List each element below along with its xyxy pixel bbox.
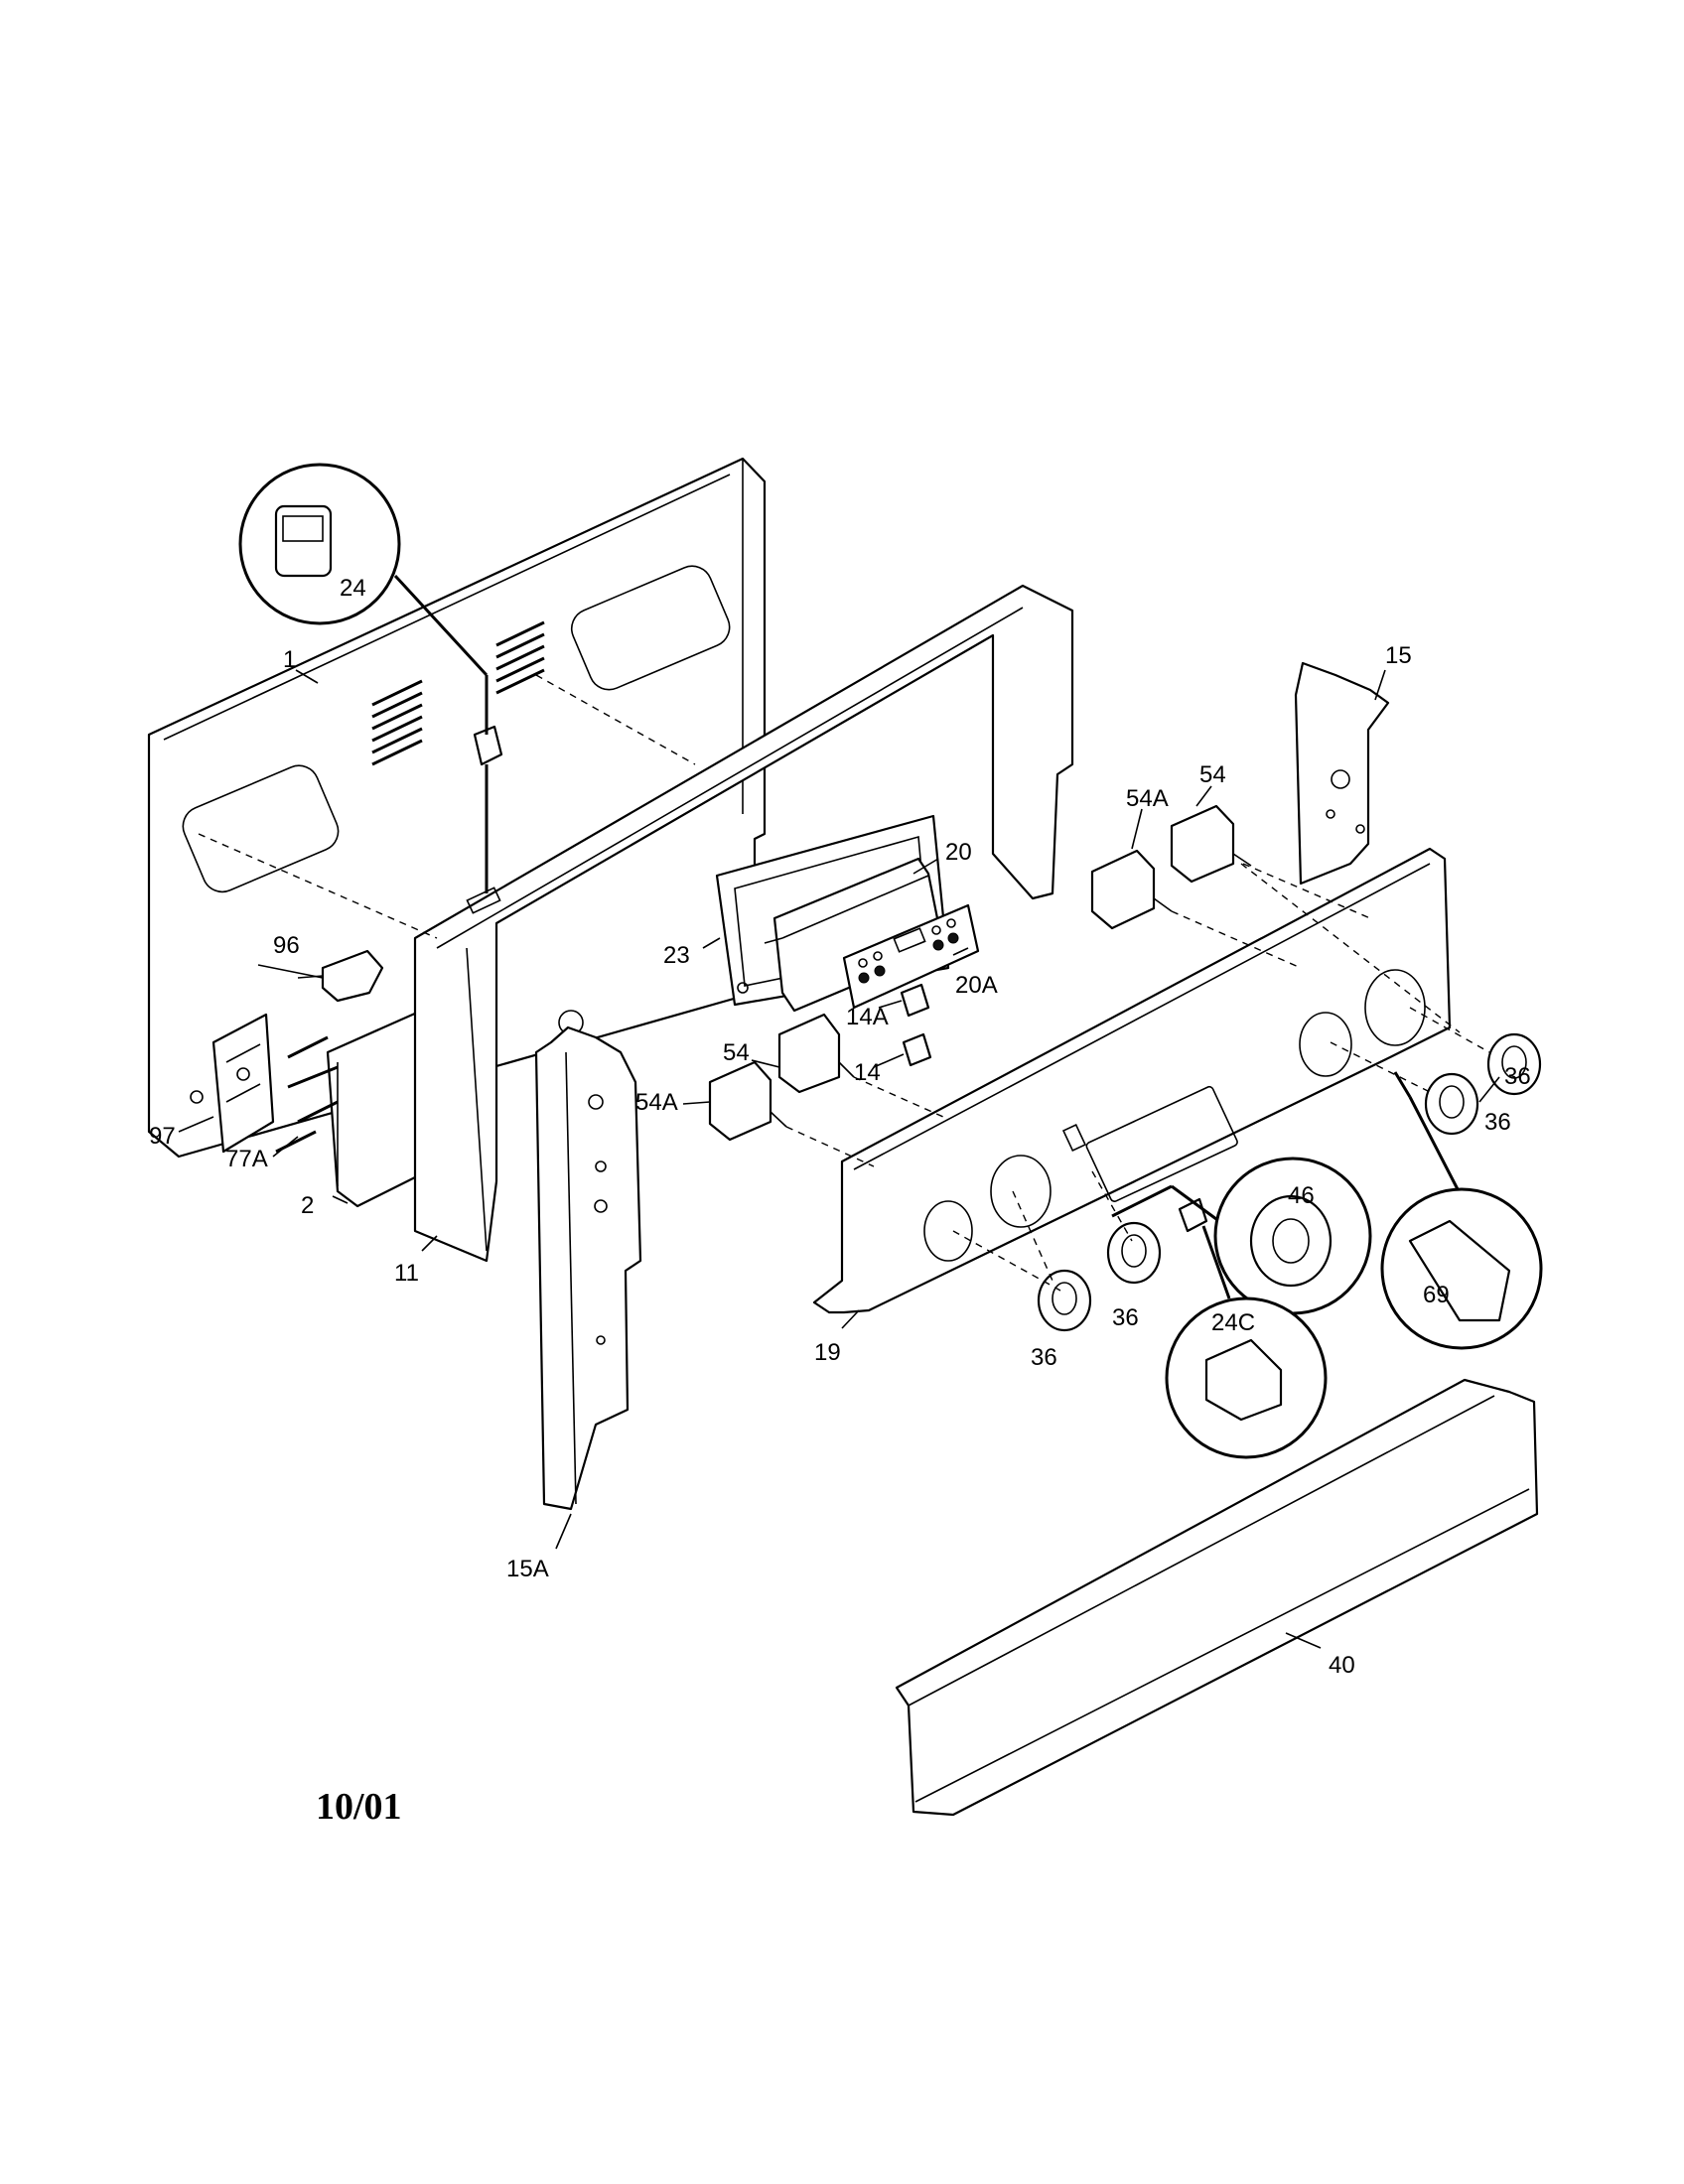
label-part-46: 46 <box>1288 1182 1315 1209</box>
frame-part-11 <box>413 584 1074 1263</box>
label-part-97: 97 <box>149 1123 176 1150</box>
label-part-36-a: 36 <box>1031 1344 1057 1371</box>
label-part-23: 23 <box>663 942 690 969</box>
label-part-14a: 14A <box>846 1004 889 1030</box>
switch-part-14 <box>902 1032 932 1067</box>
label-part-20: 20 <box>945 839 972 866</box>
switch-part-54-left <box>777 1013 855 1094</box>
switch-part-14a <box>900 983 930 1018</box>
side-bracket-part-15 <box>1294 661 1390 886</box>
label-part-69: 69 <box>1423 1282 1450 1308</box>
trim-part-40 <box>895 1378 1539 1817</box>
label-part-36-d: 36 <box>1504 1063 1531 1090</box>
label-part-40: 40 <box>1329 1652 1355 1679</box>
callout-circle-46 <box>1111 1157 1372 1315</box>
label-part-15: 15 <box>1385 642 1412 669</box>
vent-slots <box>371 620 545 766</box>
callout-circle-24 <box>238 463 489 893</box>
label-part-54a-left: 54A <box>635 1089 678 1116</box>
label-part-54-left: 54 <box>723 1039 750 1066</box>
label-part-2: 2 <box>301 1192 314 1219</box>
terminal-block-part-97 <box>211 1013 275 1154</box>
knob-part-36-d <box>1486 1032 1542 1096</box>
knob-part-36-a <box>1037 1269 1092 1332</box>
label-part-20a: 20A <box>955 972 998 999</box>
label-part-96: 96 <box>273 932 300 959</box>
label-part-36-b: 36 <box>1112 1304 1139 1331</box>
date-code: 10/01 <box>316 1786 402 1828</box>
label-part-54a-right: 54A <box>1126 785 1169 812</box>
leader-lines <box>178 669 1500 1649</box>
back-panel-part-1 <box>147 457 767 1159</box>
callout-circle-69 <box>1380 1071 1543 1350</box>
part-labels: 1 2 11 14 14A 15 15A 19 20 20A 23 24 24C… <box>149 575 1531 1679</box>
callout-circle-24c <box>1165 1225 1328 1459</box>
switch-part-54a-left <box>708 1060 787 1142</box>
label-part-19: 19 <box>814 1339 841 1366</box>
switch-part-54a-right <box>1090 849 1173 930</box>
label-part-14: 14 <box>854 1059 881 1086</box>
label-part-24: 24 <box>340 575 366 602</box>
connector-part-96 <box>297 949 384 1003</box>
label-part-1: 1 <box>283 646 296 673</box>
switch-part-54-right <box>1170 804 1252 884</box>
control-panel-part-19 <box>812 847 1452 1314</box>
side-bracket-part-15a <box>534 1025 642 1511</box>
knob-part-36-b <box>1106 1221 1162 1285</box>
label-part-77a: 77A <box>225 1146 268 1172</box>
overlay-part-20a <box>842 903 980 1010</box>
alignment-lines <box>198 674 1490 1292</box>
label-part-15a: 15A <box>506 1556 549 1582</box>
knob-part-36-c <box>1424 1072 1479 1136</box>
bracket-part-2 <box>326 1011 419 1208</box>
label-part-54-right: 54 <box>1199 761 1226 788</box>
label-part-11: 11 <box>394 1260 419 1287</box>
label-part-24c: 24C <box>1211 1309 1255 1336</box>
switch-part-24c-installed <box>1178 1197 1208 1233</box>
label-part-36-c: 36 <box>1484 1109 1511 1136</box>
